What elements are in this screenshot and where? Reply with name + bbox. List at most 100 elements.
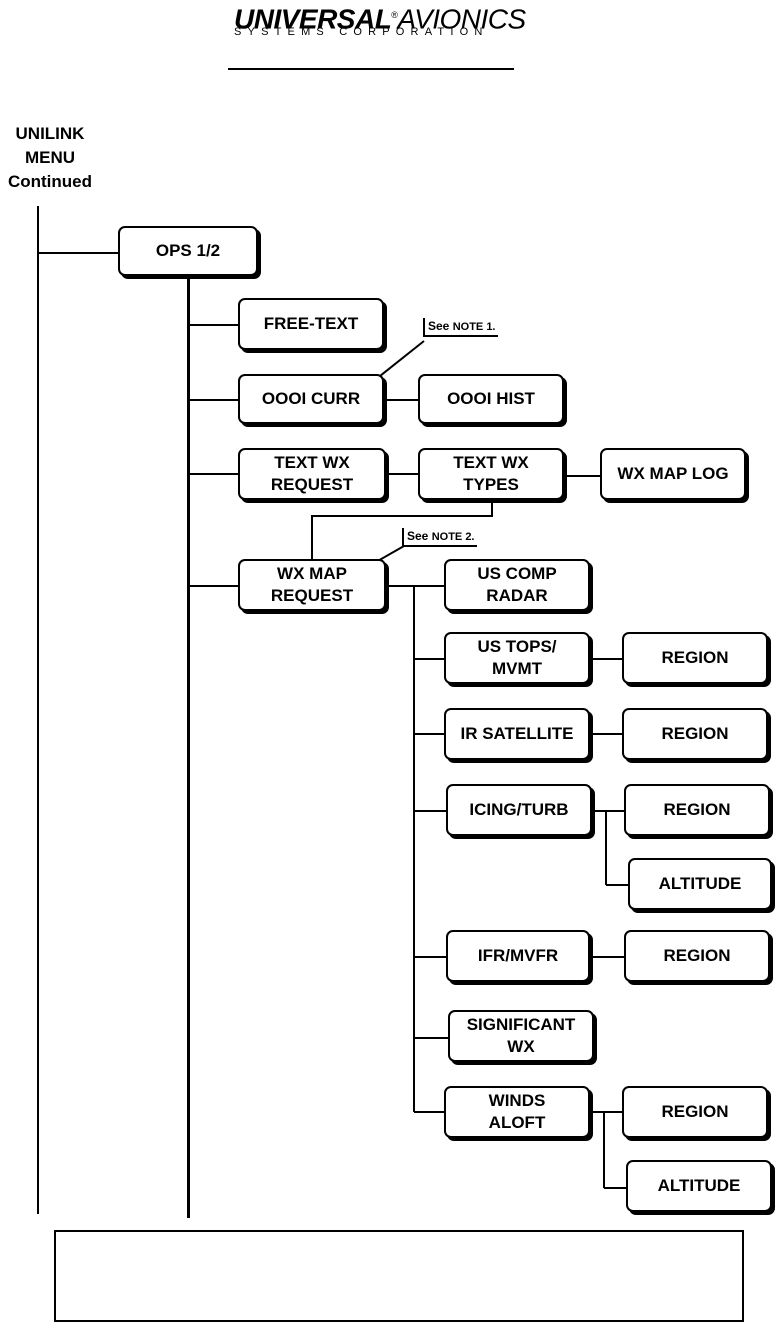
free-text-label: FREE-TEXT [263,314,359,333]
section-title-line-1: UNILINK [15,124,85,143]
connector-branch-icing-turb [414,810,446,812]
text-wx-request-line-2: REQUEST [270,475,354,494]
ops-label: OPS 1/2 [155,241,221,260]
ir-satellite-region-box[interactable]: REGION [622,708,768,760]
icing-turb-altitude-box[interactable]: ALTITUDE [628,858,772,910]
winds-aloft-region-label: REGION [661,1102,729,1121]
icing-turb-label: ICING/TURB [469,800,569,819]
free-text-box[interactable]: FREE-TEXT [238,298,384,350]
icing-turb-region-label: REGION [663,800,731,819]
connector-ifr-mvfr-region [590,956,626,958]
us-tops-region-box[interactable]: REGION [622,632,768,684]
winds-aloft-line-2: ALOFT [488,1113,546,1132]
logo-brand-rest: AVIONICS [397,3,526,35]
connector-branch-significant-wx [414,1037,450,1039]
ifr-mvfr-region-box[interactable]: REGION [624,930,770,982]
us-tops-mvmt-line-1: US TOPS/ [477,637,557,656]
icing-turb-region-box[interactable]: REGION [624,784,770,836]
note-1-label: NOTE 1. [452,321,496,333]
section-title: UNILINK MENU Continued [0,122,100,194]
us-comp-radar-line-1: US COMP [477,564,557,583]
us-tops-mvmt-line-2: MVMT [491,659,543,678]
logo-wordmark: UNIVERSAL®AVIONICS [234,0,526,34]
oooi-curr-label: OOOI CURR [261,389,361,408]
us-tops-mvmt-box[interactable]: US TOPS/ MVMT [444,632,590,684]
us-comp-radar-line-2: RADAR [486,586,548,605]
wx-map-log-box[interactable]: WX MAP LOG [600,448,746,500]
oooi-hist-label: OOOI HIST [447,389,535,408]
connector-oooi-curr-hist [384,399,420,401]
text-wx-types-line-2: TYPES [463,475,519,494]
ir-satellite-box[interactable]: IR SATELLITE [444,708,590,760]
text-wx-types-box[interactable]: TEXT WX TYPES [418,448,564,500]
winds-aloft-altitude-box[interactable]: ALTITUDE [626,1160,772,1212]
connector-ops-oooi-curr [188,399,240,401]
wx-map-log-label: WX MAP LOG [617,464,729,483]
icing-turb-altitude-label: ALTITUDE [658,874,742,893]
connector-branch-ir-satellite [414,733,446,735]
connector-trunk-ops [38,252,120,254]
significant-wx-box[interactable]: SIGNIFICANT WX [448,1010,594,1062]
winds-aloft-line-1: WINDS [488,1091,546,1110]
wx-map-request-line-2: REQUEST [270,586,354,605]
note-1-see: See [428,319,450,333]
connector-winds-aloft-region [590,1111,624,1113]
main-trunk-line [37,206,39,1214]
winds-aloft-box[interactable]: WINDS ALOFT [444,1086,590,1138]
note-2-see: See [407,529,429,543]
connector-ops-text-wx-request [188,473,240,475]
connector-ir-satellite-region [590,733,624,735]
text-wx-request-box[interactable]: TEXT WX REQUEST [238,448,386,500]
header-rule [228,68,514,70]
oooi-hist-box[interactable]: OOOI HIST [418,374,564,424]
connector-wx-map-request-branch [386,585,446,587]
wx-map-branch-line [413,585,415,1112]
winds-aloft-region-box[interactable]: REGION [622,1086,768,1138]
connector-ops-free-text [188,324,240,326]
connector-winds-aloft-altitude [604,1187,628,1189]
connector-text-wx-request-types [386,473,420,475]
registered-mark: ® [391,10,398,20]
text-wx-request-line-1: TEXT WX [274,453,350,472]
ifr-mvfr-box[interactable]: IFR/MVFR [446,930,590,982]
ir-satellite-region-label: REGION [661,724,729,743]
connector-ops-wx-map-request [188,585,240,587]
connector-map-request-up [311,515,313,561]
universal-avionics-logo: UNIVERSAL®AVIONICS SYSTEMS CORPORATION [230,0,526,42]
note-1-callout: See NOTE 1. [423,318,498,337]
significant-wx-line-1: SIGNIFICANT [466,1015,576,1034]
icing-turb-box[interactable]: ICING/TURB [446,784,592,836]
logo-subtitle: SYSTEMS CORPORATION [234,26,489,38]
wx-map-request-box[interactable]: WX MAP REQUEST [238,559,386,611]
connector-icing-turb-region [592,810,626,812]
section-title-line-3: Continued [7,172,93,191]
connector-text-wx-types-map-log [564,475,602,477]
ops-trunk-line [187,276,190,1218]
wx-map-request-line-1: WX MAP [277,564,347,583]
note-2-callout: See NOTE 2. [402,528,477,547]
connector-branch-us-tops [414,658,446,660]
connector-icing-turb-altitude [606,884,630,886]
winds-aloft-altitude-label: ALTITUDE [657,1176,741,1195]
connector-us-tops-region [590,658,624,660]
ops-1-2-box[interactable]: OPS 1/2 [118,226,258,276]
connector-branch-ifr-mvfr [414,956,446,958]
connector-types-to-map-request [311,515,493,517]
icing-turb-subbranch-line [605,810,607,885]
us-comp-radar-box[interactable]: US COMP RADAR [444,559,590,611]
significant-wx-line-2: WX [507,1037,535,1056]
ifr-mvfr-label: IFR/MVFR [477,946,559,965]
section-title-line-2: MENU [24,148,76,167]
footer-notice-box [54,1230,744,1322]
note-2-label: NOTE 2. [431,531,475,543]
oooi-curr-box[interactable]: OOOI CURR [238,374,384,424]
logo-brand-bold: UNIVERSAL [234,3,392,35]
text-wx-types-line-1: TEXT WX [453,453,529,472]
ifr-mvfr-region-label: REGION [663,946,731,965]
us-tops-region-label: REGION [661,648,729,667]
winds-aloft-subbranch-line [603,1111,605,1188]
connector-types-down [491,499,493,516]
note-1-leader [379,340,425,377]
connector-branch-winds-aloft [414,1111,446,1113]
ir-satellite-label: IR SATELLITE [460,724,574,743]
